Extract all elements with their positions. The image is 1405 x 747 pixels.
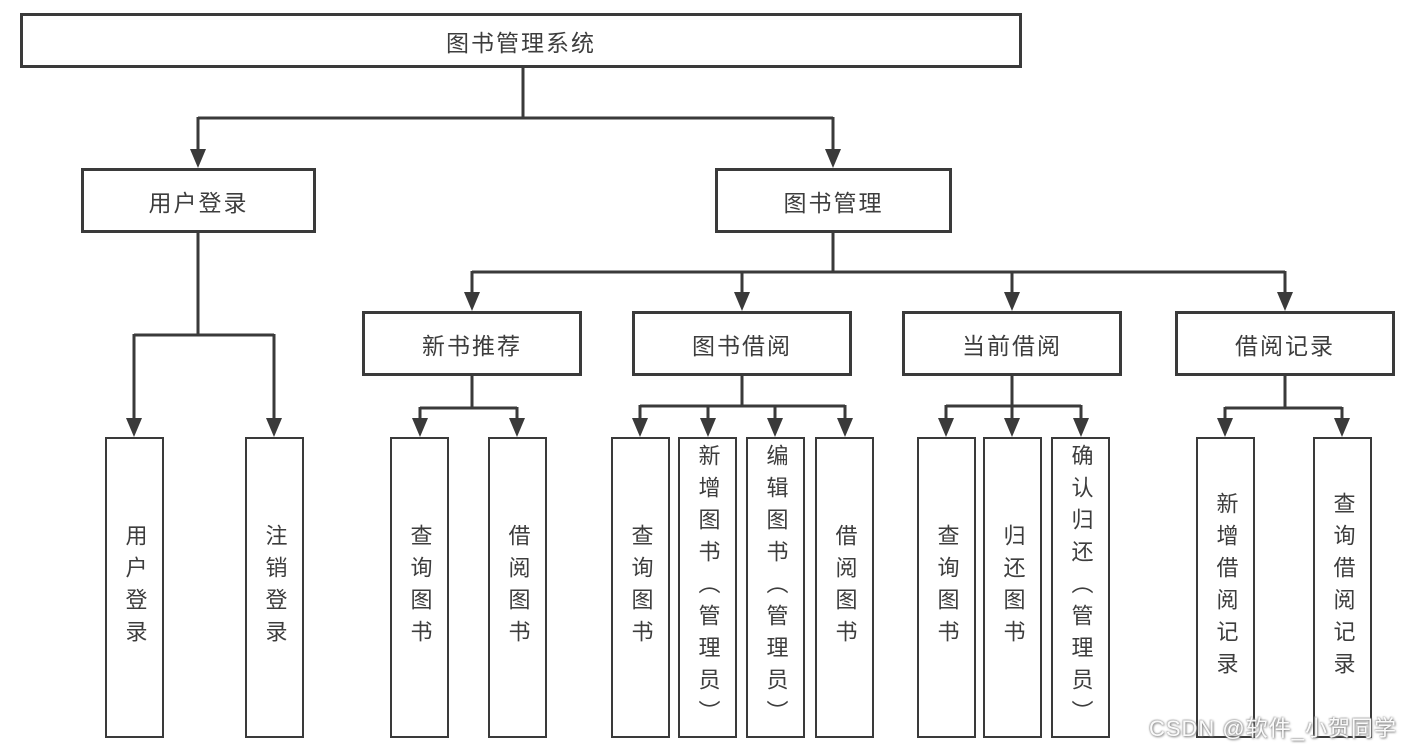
leaf-add-borrow-record: 新增借阅记录 [1196,437,1255,738]
leaf-return-books: 归还图书 [983,437,1042,738]
connector-bookborrow-to-leaves [638,376,847,420]
leaf-add-books-admin: 新增图书（管理员） [678,437,737,738]
leaf-query-borrow-record: 查询借阅记录 [1313,437,1372,738]
node-new-book-recommend: 新书推荐 [362,311,582,376]
node-book-borrowing: 图书借阅 [632,311,852,376]
leaf-edit-books-admin: 编辑图书（管理员） [746,437,805,738]
connector-newbooks-to-leaves [418,376,519,420]
node-current-borrowing: 当前借阅 [902,311,1122,376]
leaf-query-books-borrowing: 查询图书 [611,437,670,738]
node-book-management: 图书管理 [715,168,952,233]
connector-records-to-leaves [1223,376,1344,420]
connector-root-to-level2 [196,67,835,151]
leaf-borrow-books-borrowing: 借阅图书 [815,437,874,738]
connector-bookmgmt-to-level3 [470,233,1287,294]
leaf-query-books-current: 查询图书 [917,437,976,738]
node-borrowing-records: 借阅记录 [1175,311,1395,376]
connector-currentborrow-to-leaves [944,376,1083,420]
node-root: 图书管理系统 [20,13,1022,68]
leaf-user-login: 用户登录 [105,437,164,738]
leaf-query-books-recommend: 查询图书 [390,437,449,738]
node-user-login: 用户登录 [81,168,316,233]
connector-userlogin-to-leaves [132,233,276,420]
leaf-logout: 注销登录 [245,437,304,738]
leaf-borrow-books-recommend: 借阅图书 [488,437,547,738]
leaf-confirm-return-admin: 确认归还（管理员） [1051,437,1110,738]
csdn-watermark: CSDN @软件_小贺同学 [1148,716,1397,741]
